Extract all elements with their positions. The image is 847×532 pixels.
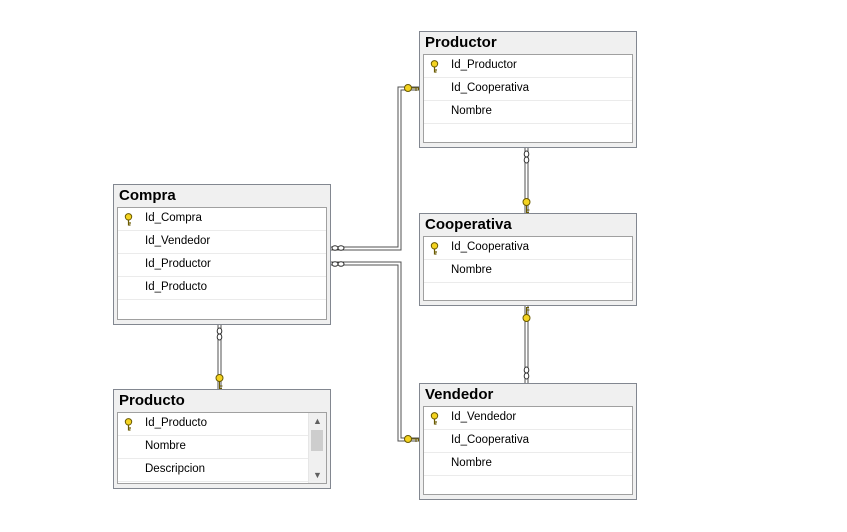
column-row[interactable]: Nombre [424, 453, 632, 476]
column-row[interactable]: Id_Producto [118, 277, 326, 300]
infinity-icon [216, 327, 223, 341]
column-name: Id_Cooperativa [451, 241, 529, 253]
column-row[interactable]: Nombre [424, 260, 632, 283]
row-selector [424, 78, 445, 100]
column-name: Id_Vendedor [451, 411, 517, 423]
row-selector [118, 436, 139, 458]
column-name: Id_Cooperativa [451, 434, 529, 446]
column-name: Id_Producto [145, 281, 208, 293]
row-selector [424, 260, 445, 282]
column-name: Id_Cooperativa [451, 82, 529, 94]
row-selector [424, 453, 445, 475]
column-row[interactable]: Id_Vendedor [424, 407, 632, 430]
column-row[interactable]: Id_Cooperativa [424, 430, 632, 453]
column-row[interactable]: Id_Producto [118, 413, 309, 436]
primary-key-icon [118, 413, 139, 435]
table-title: Producto [119, 392, 185, 409]
column-row[interactable]: Id_Cooperativa [424, 78, 632, 101]
row-selector [118, 277, 139, 299]
key-icon [404, 435, 419, 443]
infinity-icon [523, 366, 530, 380]
infinity-icon [331, 261, 345, 267]
column-row[interactable]: Id_Compra [118, 208, 326, 231]
relation-line-compra-productor [330, 86, 420, 248]
column-row[interactable]: Descripcion [118, 459, 309, 482]
key-icon [522, 307, 531, 322]
primary-key-icon [118, 208, 139, 230]
relation-line-compra-vendedor [330, 261, 420, 439]
column-row[interactable]: Id_Vendedor [118, 231, 326, 254]
column-row[interactable]: Nombre [424, 101, 632, 124]
vertical-scrollbar[interactable]: ▲ ▼ [308, 413, 326, 483]
infinity-icon [331, 245, 345, 251]
scroll-thumb[interactable] [311, 430, 323, 451]
primary-key-icon [424, 407, 445, 429]
table-title: Cooperativa [425, 216, 512, 233]
column-name: Id_Productor [145, 258, 211, 270]
table-title: Productor [425, 34, 497, 51]
chevron-up-icon[interactable]: ▲ [313, 416, 322, 426]
column-row[interactable]: Nombre [118, 436, 309, 459]
primary-key-icon [424, 55, 445, 77]
chevron-down-icon[interactable]: ▼ [313, 470, 322, 480]
row-selector [118, 231, 139, 253]
row-selector [118, 254, 139, 276]
column-name: Id_Producto [145, 417, 208, 429]
column-row[interactable]: Id_Cooperativa [424, 237, 632, 260]
column-row[interactable]: Id_Productor [424, 55, 632, 78]
column-name: Descripcion [145, 463, 206, 475]
column-name: Nombre [451, 264, 492, 276]
table-title: Compra [119, 187, 176, 204]
column-name: Id_Compra [145, 212, 202, 224]
column-name: Id_Productor [451, 59, 517, 71]
column-row[interactable]: Id_Productor [118, 254, 326, 277]
column-name: Id_Vendedor [145, 235, 211, 247]
column-name: Nombre [451, 105, 492, 117]
row-selector [118, 459, 139, 481]
key-icon [215, 374, 224, 389]
column-name: Nombre [451, 457, 492, 469]
table-title: Vendedor [425, 386, 494, 403]
row-selector [424, 101, 445, 123]
infinity-icon [523, 150, 530, 164]
primary-key-icon [424, 237, 445, 259]
key-icon [404, 84, 419, 92]
row-selector [424, 430, 445, 452]
key-icon [522, 198, 531, 213]
column-name: Nombre [145, 440, 186, 452]
